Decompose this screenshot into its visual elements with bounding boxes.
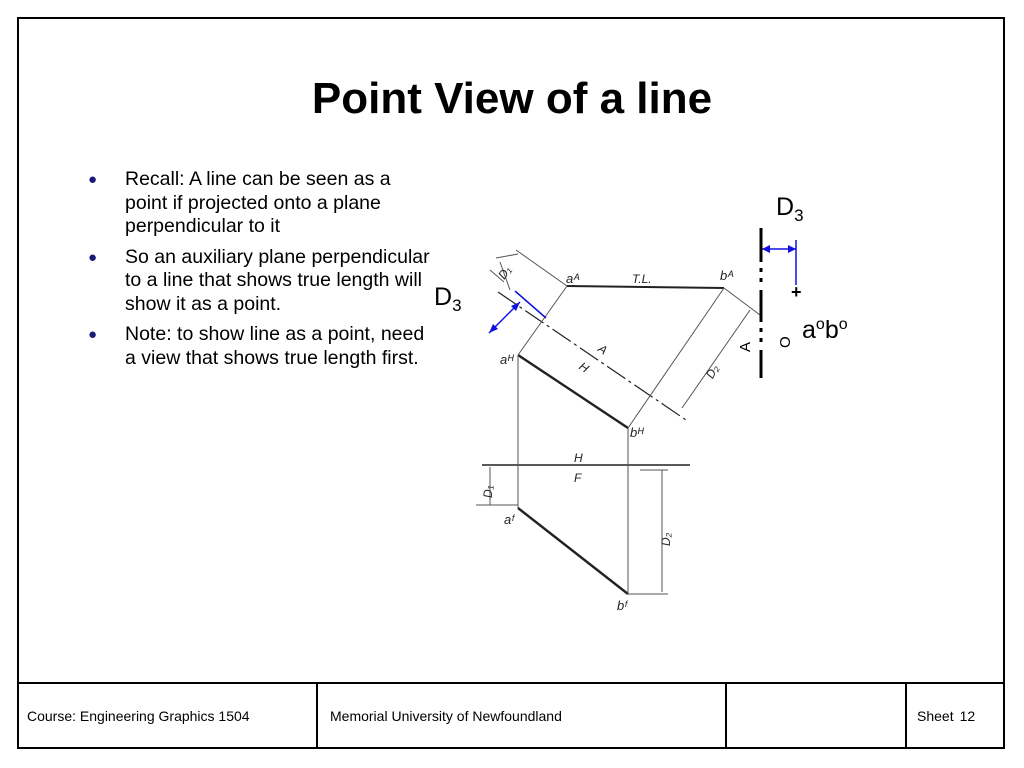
bullet-item: ●So an auxiliary plane perpendicular to … [88,245,430,315]
dimension-d2-top [681,309,751,409]
plus-icon: + [791,282,802,302]
footer-course: Course: Engineering Graphics 1504 [19,684,318,747]
arrow-icon [788,245,796,253]
label-b-top: bᴴ [630,425,644,440]
label-d2-bottom: D₂ [659,532,673,546]
arrow-icon [489,324,498,333]
sheet-label: Sheet [917,707,954,724]
bullet-item: ●Note: to show line as a point, need a v… [88,323,425,369]
bullet-dot-icon: ● [88,248,98,266]
label-tl: T.L. [632,272,652,286]
footer-sheet: Sheet 12 [907,684,1003,747]
sheet-number: 12 [959,707,976,724]
dimension-d1-top [499,261,511,291]
dimension-d3-left-ext [514,290,547,319]
label-fold-f: F [574,471,582,485]
label-a-aux: aᴬ [566,271,580,286]
line-ab-front [517,507,629,595]
line-ab-auxiliary [566,285,725,289]
label-d3-left: D3 [434,283,462,315]
dimension-extension [489,269,505,283]
label-d2-top: D₂ [703,362,722,381]
footer: Course: Engineering Graphics 1504 Memori… [17,682,1005,749]
label-b-aux: bᴬ [720,268,734,283]
projector [627,287,725,429]
arrow-icon [511,302,520,311]
footer-blank [727,684,907,747]
label-b-front: bᶠ [617,598,628,613]
label-point-view: aobo [802,316,848,344]
label-a-top: aᴴ [500,352,514,367]
dimension-extension [515,249,568,287]
bullet-dot-icon: ● [88,326,98,343]
dimension-extension [723,287,761,316]
label-fold-o: O [777,336,794,348]
line-ab-top [517,354,629,429]
label-fold-h2: H [574,451,583,465]
bullet-item: ●Recall: A line can be seen as a point i… [88,168,391,237]
label-d1-bottom: D₁ [481,485,495,498]
label-d3-right: D3 [776,193,804,225]
footer-university: Memorial University of Newfoundland [318,684,727,747]
label-a-front: aᶠ [504,512,515,527]
label-d1-top: D₁ [495,263,514,281]
label-fold-h: H [576,359,591,376]
bullet-list: ●Recall: A line can be seen as a point i… [86,168,431,377]
projector [517,285,568,356]
slide-title: Point View of a line [311,74,713,123]
dimension-d1-top [495,253,519,259]
fold-line-ha [497,291,687,421]
bullet-dot-icon: ● [88,171,98,188]
label-fold-a2: A [737,342,754,352]
label-fold-a: A [595,341,610,358]
arrow-icon [762,245,770,253]
